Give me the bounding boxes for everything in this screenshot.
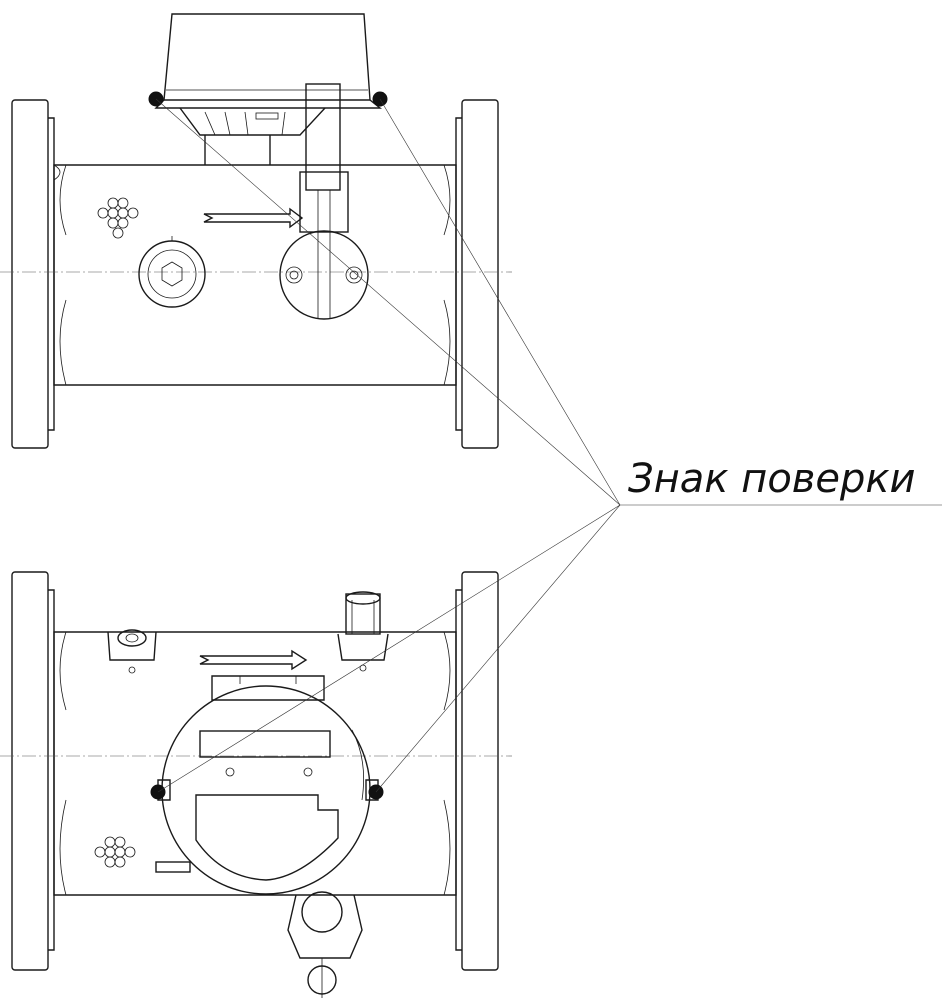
bottom-meter-body [53, 631, 457, 896]
top-view [0, 13, 512, 449]
callout-label: Знак поверки [628, 456, 916, 502]
top-right-flange [455, 99, 499, 449]
bottom-left-flange [11, 571, 55, 971]
bottom-pulse-connector [337, 591, 389, 672]
flow-direction-arrow-icon [203, 207, 304, 229]
display-counter [157, 675, 379, 895]
bottom-right-flange [455, 571, 499, 971]
bottom-left-boss [107, 629, 157, 674]
top-left-flange [11, 99, 61, 449]
bottom-logo-icon [94, 836, 136, 868]
top-logo-icon [97, 197, 139, 239]
top-electronics-housing [154, 13, 382, 165]
top-pulse-fitting [279, 83, 369, 320]
bottom-view [0, 571, 512, 998]
top-meter-body [53, 164, 457, 386]
flow-direction-arrow-icon [199, 649, 308, 671]
leader-lines [155, 98, 942, 793]
bottom-fitting [155, 861, 363, 998]
hex-bolt-icon [138, 236, 206, 308]
